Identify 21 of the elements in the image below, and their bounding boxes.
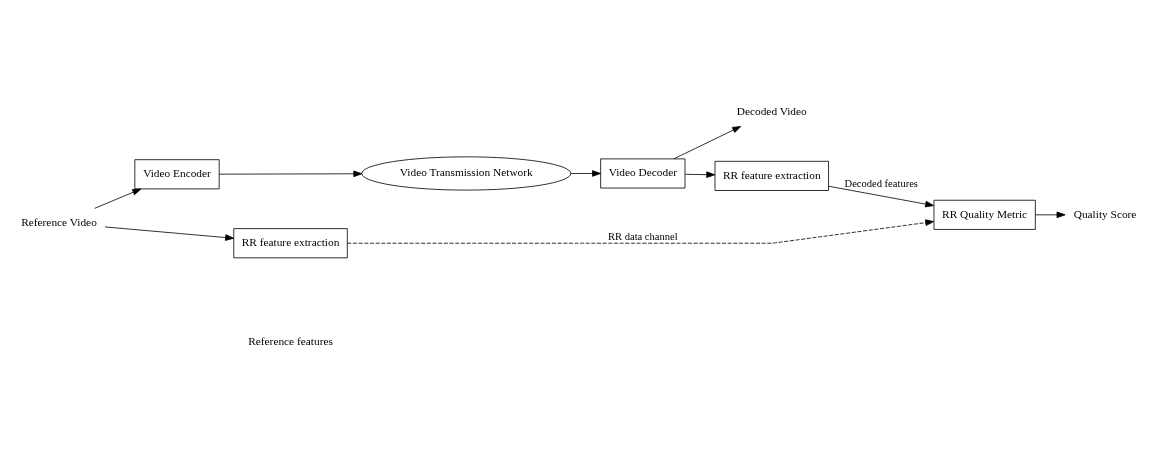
edge-label: RR data channel [608, 231, 678, 243]
node-text: Reference Video [21, 215, 97, 228]
arrow [570, 170, 601, 177]
node-text: Decoded Video [736, 104, 807, 117]
node-text: Quality Score [1073, 207, 1137, 220]
arrow [673, 126, 742, 160]
node-box: Video Encoder [134, 159, 220, 190]
arrow [1035, 211, 1066, 219]
node-box: Video Decoder [600, 158, 686, 189]
node-box: RR Quality Metric [933, 199, 1036, 230]
edge-label: Decoded features [844, 177, 918, 189]
arrow [684, 171, 716, 178]
arrow [346, 219, 935, 244]
arrow [104, 226, 235, 241]
arrow [828, 185, 935, 208]
arrow [94, 188, 142, 209]
label: Reference features [248, 335, 333, 348]
arrow [218, 170, 363, 178]
node-box: RR feature extraction [233, 228, 348, 259]
node-ellipse: Video Transmission Network [361, 156, 572, 191]
node-box: RR feature extraction [714, 160, 829, 191]
